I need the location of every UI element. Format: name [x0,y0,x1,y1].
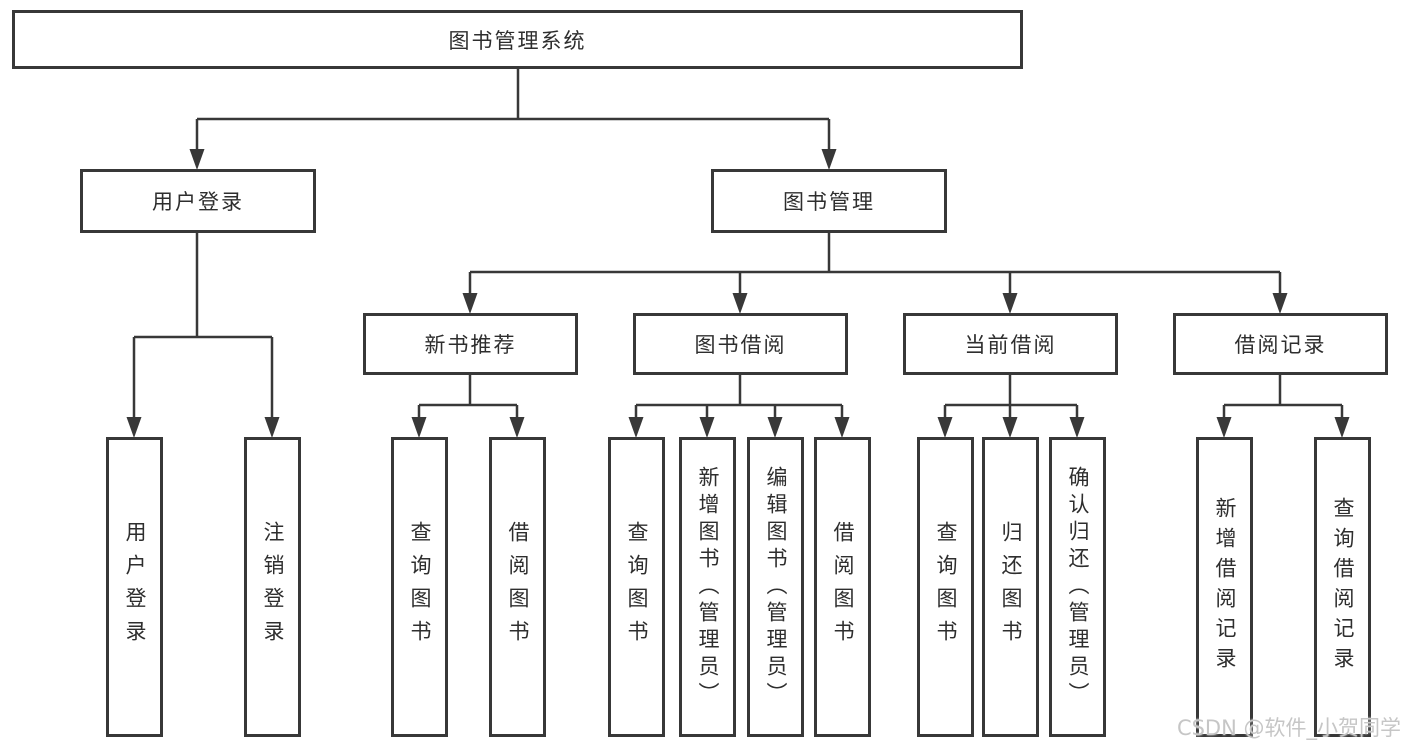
leaf-borrow-books-recommend: 借阅图书 [489,437,546,737]
leaf-query-books-recommend: 查询图书 [391,437,448,737]
node-label: 新书推荐 [424,333,517,357]
node-label: 图书借阅 [694,333,787,357]
node-label: 借阅图书 [506,521,530,653]
node-current-borrow: 当前借阅 [903,313,1118,375]
arrowheads [126,149,1350,438]
node-label: 注销登录 [261,521,285,653]
node-label: 新增借阅记录 [1213,497,1237,677]
leaf-query-books-current: 查询图书 [917,437,974,737]
node-label: 图书管理 [783,190,875,214]
node-label: 编辑图书（管理员） [764,465,788,709]
node-label: 确认归还（管理员） [1066,465,1090,709]
node-label: 用户登录 [152,190,244,214]
node-label: 当前借阅 [964,333,1057,357]
node-library-management-system: 图书管理系统 [12,10,1023,69]
leaf-logout: 注销登录 [244,437,301,737]
leaf-return-books: 归还图书 [982,437,1039,737]
node-label: 查询图书 [408,521,432,653]
leaf-add-borrow-record: 新增借阅记录 [1196,437,1253,737]
node-book-borrow: 图书借阅 [633,313,848,375]
node-label: 查询图书 [934,521,958,653]
node-label: 借阅图书 [831,521,855,653]
node-borrow-records: 借阅记录 [1173,313,1388,375]
leaf-edit-books-admin: 编辑图书（管理员） [747,437,804,737]
leaf-query-borrow-record: 查询借阅记录 [1314,437,1371,737]
node-label: 新增图书（管理员） [696,465,720,709]
leaf-add-books-admin: 新增图书（管理员） [679,437,736,737]
leaf-user-login: 用户登录 [106,437,163,737]
node-label: 图书管理系统 [448,28,587,53]
leaf-confirm-return-admin: 确认归还（管理员） [1049,437,1106,737]
leaf-query-books-borrow: 查询图书 [608,437,665,737]
node-label: 借阅记录 [1234,333,1327,357]
node-label: 用户登录 [123,521,147,653]
node-label: 查询借阅记录 [1331,497,1355,677]
node-book-management: 图书管理 [711,169,947,233]
node-label: 查询图书 [625,521,649,653]
node-new-book-recommend: 新书推荐 [363,313,578,375]
node-label: 归还图书 [999,521,1023,653]
csdn-watermark: CSDN @软件_小贺同学 [1176,716,1401,740]
node-user-login: 用户登录 [80,169,316,233]
leaf-borrow-books: 借阅图书 [814,437,871,737]
